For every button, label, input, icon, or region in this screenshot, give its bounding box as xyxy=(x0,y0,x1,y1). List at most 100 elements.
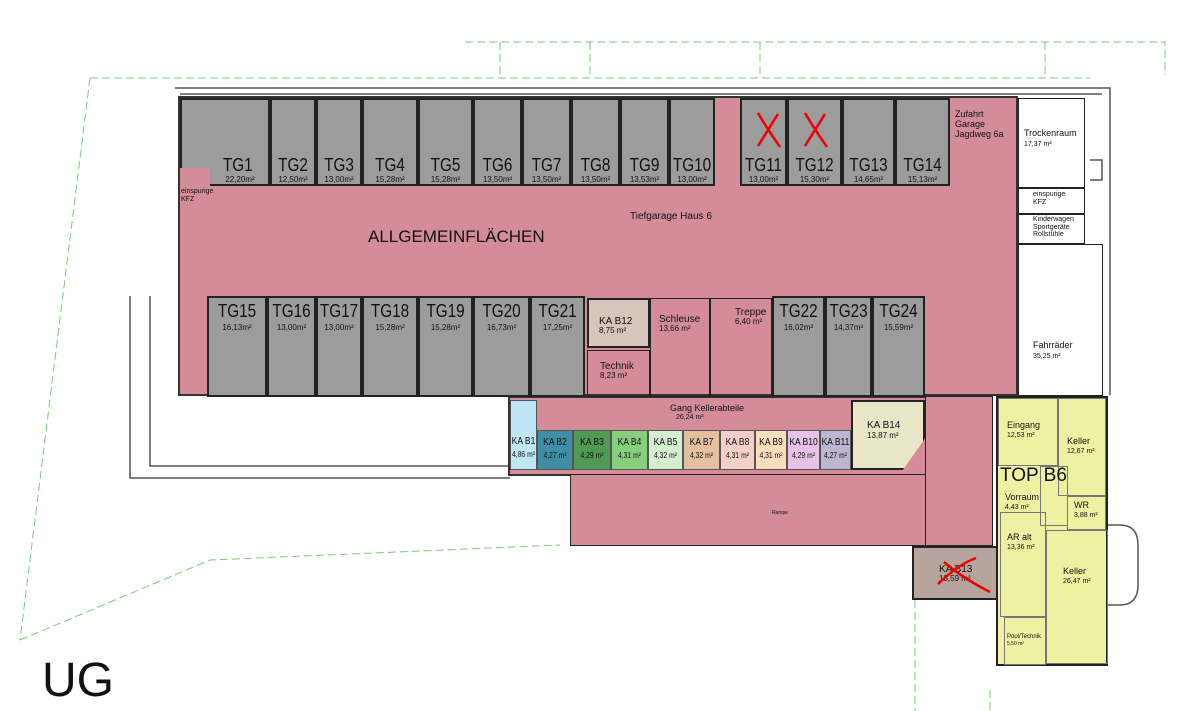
garage-area: 13,00m² xyxy=(324,323,354,332)
cellar-area: 4,86 m² xyxy=(511,450,536,459)
apartment-room: Eingang 12,53 m² xyxy=(998,398,1058,466)
garage-name: TG4 xyxy=(375,155,405,175)
driveway-label: Zufahrt Garage Jagdweg 6a xyxy=(955,109,1004,139)
room-name: Technik xyxy=(600,361,634,372)
room-treppe: Treppe 6,40 m² xyxy=(710,298,772,397)
room-name: Treppe xyxy=(735,307,767,318)
garage-space-tg18: TG18 15,28m² xyxy=(362,296,418,397)
cellar-area: 4,31 m² xyxy=(617,451,642,460)
cross-out-mark xyxy=(937,556,991,594)
ramp-label: Rampe xyxy=(771,510,789,516)
garage-area: 16,13m² xyxy=(222,323,252,332)
garage-area: 13,00m² xyxy=(748,175,779,184)
room-ka-b12: KA B12 8,75 m² xyxy=(587,298,650,348)
garage-name: TG20 xyxy=(482,301,521,321)
garage-name: TG2 xyxy=(278,155,308,175)
room-name: Fahrräder xyxy=(1033,340,1073,350)
room-bike-storage: einspurige KFZ xyxy=(1018,188,1085,214)
room-ka-b13: KA B13 13,59 m² xyxy=(912,546,998,600)
garage-name: TG12 xyxy=(795,155,834,175)
room-area: 6,40 m² xyxy=(735,317,763,326)
cellar-area: 4,27 m² xyxy=(543,451,567,460)
garage-area: 14,65m² xyxy=(853,175,884,184)
cellar-unit: KA B2 4,27 m² xyxy=(537,430,573,470)
room-area: 12,53 m² xyxy=(1007,432,1035,439)
room-name: AR alt xyxy=(1007,532,1032,542)
garage-name: TG14 xyxy=(903,155,942,175)
room-name: Keller xyxy=(1063,566,1087,576)
room-name: Pool/Technik xyxy=(1007,634,1042,640)
cross-out-mark xyxy=(803,112,829,148)
cellar-name: KA B1 xyxy=(511,436,536,447)
apartment-top-b6 xyxy=(996,396,1108,666)
room-name: Eingang xyxy=(1007,420,1041,430)
room-name: WR xyxy=(1074,500,1089,510)
garage-name: TG8 xyxy=(580,155,611,175)
room-area: 4,43 m² xyxy=(1005,504,1029,511)
room-name: einspurige KFZ xyxy=(1033,191,1066,206)
garage-name: TG18 xyxy=(370,301,410,321)
cellar-area: 4,29 m² xyxy=(791,451,816,460)
garage-area: 13,00m² xyxy=(324,175,354,184)
cross-out-mark xyxy=(756,112,782,148)
cellar-name: KA B2 xyxy=(543,437,567,448)
room-area: 13,36 m² xyxy=(1007,544,1035,551)
cellar-unit: KA B4 4,31 m² xyxy=(611,430,648,470)
cellar-name: KA B4 xyxy=(617,437,642,448)
garage-name: TG5 xyxy=(430,155,461,175)
cellar-area: 4,29 m² xyxy=(580,451,604,460)
room-technik: Technik 8,23 m² xyxy=(587,350,650,397)
cellar-name: KA B10 xyxy=(789,437,818,448)
garage-area: 13,53m² xyxy=(629,175,660,184)
apartment-room: AR alt 13,36 m² xyxy=(1000,512,1046,617)
garage-name: TG22 xyxy=(779,301,818,321)
room-area: 8,23 m² xyxy=(600,371,628,380)
cellar-name: KA B5 xyxy=(653,437,678,448)
garage-name: TG23 xyxy=(829,301,868,321)
gang-area: 26,24 m² xyxy=(676,414,704,421)
garage-name: TG3 xyxy=(324,155,354,175)
garage-name: TG13 xyxy=(849,155,888,175)
garage-area: 15,28m² xyxy=(430,323,461,332)
room-area: 35,25 m² xyxy=(1033,353,1061,360)
garage-name: TG24 xyxy=(879,301,918,321)
gang-name: Gang Kellerabteile xyxy=(670,403,745,413)
room-name: KA B12 xyxy=(599,316,633,327)
garage-area: 13,00m² xyxy=(677,175,707,184)
room-name: Vorraum xyxy=(1005,492,1040,502)
garage-area: 12,50m² xyxy=(278,175,308,184)
room-name: Trockenraum xyxy=(1024,128,1077,138)
room-area: 17,37 m² xyxy=(1024,141,1052,148)
garage-area: 15,28m² xyxy=(375,323,405,332)
room-area: 8,75 m² xyxy=(599,326,627,335)
garage-name: TG11 xyxy=(744,155,783,175)
cellar-area: 4,27 m² xyxy=(823,451,848,460)
cellar-area: 4,32 m² xyxy=(653,451,678,460)
room-schleuse: Schleuse 13,66 m² xyxy=(650,298,710,397)
garage-area: 14,37m² xyxy=(833,323,864,332)
cellar-area: 4,31 m² xyxy=(725,451,750,460)
garage-area: 13,50m² xyxy=(580,175,611,184)
cellar-name: KA B11 xyxy=(821,437,850,448)
garage-name: TG7 xyxy=(531,155,562,175)
garage-name: TG1 xyxy=(222,155,253,175)
room-area: 5,50 m² xyxy=(1007,641,1024,647)
garage-area: 22,20m² xyxy=(225,175,255,184)
